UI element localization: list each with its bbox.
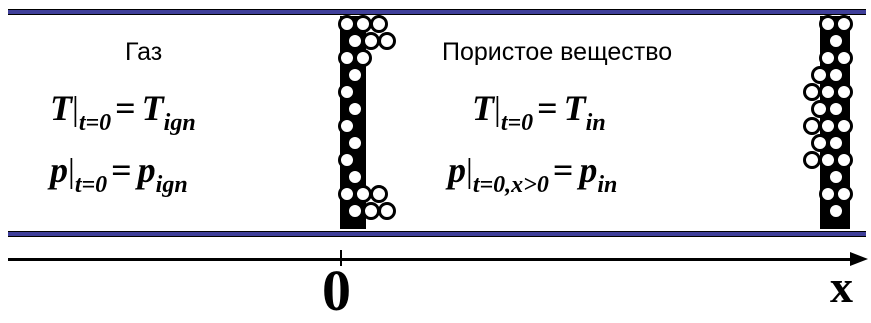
bead [835,15,853,33]
porous-temperature-condition: T|t=0=Tin [472,88,606,136]
bead [346,66,364,84]
formula-variable: T [472,88,494,128]
bead [819,83,837,101]
formula-value-subscript: in [585,110,606,136]
formula-equals: = [552,150,574,190]
formula-value-subscript: ign [155,172,188,198]
bead [338,117,356,135]
x-axis-line [8,258,856,261]
bead [819,49,837,67]
bead [362,202,380,220]
gas-temperature-condition: T|t=0=Tign [50,88,196,136]
bead [354,49,372,67]
bead [338,83,356,101]
bead [338,185,356,203]
formula-value: p [137,150,156,190]
bead [835,185,853,203]
bead [362,32,380,50]
formula-value: T [563,88,586,128]
bead [827,202,845,220]
bead [378,202,396,220]
bead [835,117,853,135]
formula-variable: T [50,88,72,128]
formula-value-subscript: in [597,172,618,198]
axis-variable-label: x [830,261,853,312]
bead [835,151,853,169]
bead-group [338,15,853,220]
bead [346,32,364,50]
bead [819,151,837,169]
bead [338,49,356,67]
bead [811,134,829,152]
formula-value: T [141,88,164,128]
bead [346,134,364,152]
gas-pressure-condition: p|t=0=pign [50,150,188,198]
bead [827,66,845,84]
bead [827,168,845,186]
bead [338,151,356,169]
bottom-wall [8,231,866,237]
formula-condition: t=0,x>0 [472,172,549,198]
origin-label: 0 [322,258,351,323]
formula-condition: t=0 [74,172,108,198]
bead [346,202,364,220]
bead [827,32,845,50]
bead [811,66,829,84]
bead [803,117,821,135]
formula-equals: = [115,88,136,128]
bead [354,15,372,33]
formula-condition: t=0 [500,110,534,136]
bead [338,15,356,33]
formula-value: p [579,150,598,190]
formula-bar: | [466,153,473,190]
porous-pressure-condition: p|t=0,x>0=pin [448,150,618,198]
bead [811,100,829,118]
bead [354,185,372,203]
formula-bar: | [494,91,501,128]
formula-equals: = [111,150,132,190]
bead [835,49,853,67]
formula-equals: = [537,88,558,128]
x-axis-arrow-icon [850,252,868,266]
porous-region-label: Пористое вещество [442,38,673,66]
bead [370,15,388,33]
bead [346,168,364,186]
formula-variable: p [50,150,68,190]
bead [827,100,845,118]
bead [827,134,845,152]
top-wall [8,9,866,15]
bead [819,185,837,203]
formula-bar: | [68,153,75,190]
formula-variable: p [448,150,466,190]
bead [346,100,364,118]
bead [370,185,388,203]
bead [803,151,821,169]
formula-value-subscript: ign [163,110,196,136]
bead [819,117,837,135]
bead [835,83,853,101]
bead [819,15,837,33]
bead [803,83,821,101]
formula-condition: t=0 [78,110,112,136]
origin-tick [340,250,342,266]
bead [378,32,396,50]
formula-bar: | [72,91,79,128]
gas-region-label: Газ [125,38,163,66]
